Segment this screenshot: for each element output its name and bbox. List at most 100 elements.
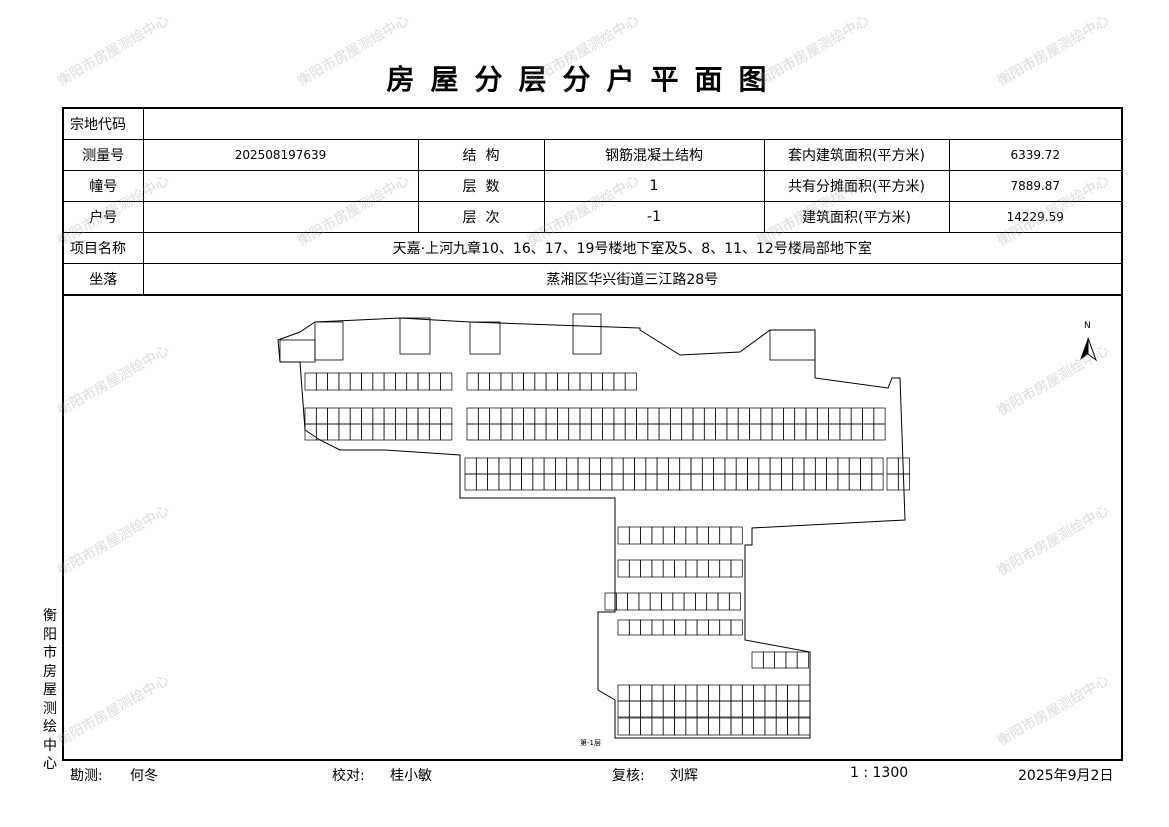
parking-stall xyxy=(798,717,811,736)
parking-stall xyxy=(719,619,732,636)
parking-stall xyxy=(617,559,630,578)
parking-stall xyxy=(555,457,568,475)
parking-stall xyxy=(406,372,419,391)
date: 2025年9月2日 xyxy=(1018,768,1114,784)
parking-stall xyxy=(862,407,875,425)
parking-stall xyxy=(649,592,662,611)
parking-stall xyxy=(338,372,351,391)
parking-stall xyxy=(383,423,396,441)
parking-stall xyxy=(670,423,683,441)
parking-stall xyxy=(555,473,568,491)
parking-stall xyxy=(651,559,664,578)
parking-stall xyxy=(658,423,671,441)
parking-stall xyxy=(532,457,545,475)
parking-stall xyxy=(617,526,630,545)
parking-stall xyxy=(873,407,886,425)
parking-stall xyxy=(897,457,910,475)
side-char: 衡 xyxy=(43,608,57,624)
parking-stall xyxy=(577,473,590,491)
parking-stall xyxy=(696,700,709,718)
parking-stall xyxy=(674,526,687,545)
parking-stall xyxy=(685,619,698,636)
parking-stall xyxy=(509,457,522,475)
room xyxy=(399,317,431,355)
parking-stall xyxy=(600,473,613,491)
parking-stall xyxy=(695,592,708,611)
parking-stall xyxy=(327,423,340,441)
parking-stall xyxy=(717,592,730,611)
parking-stall xyxy=(816,407,829,425)
side-char: 市 xyxy=(43,645,57,661)
parking-stall xyxy=(685,526,698,545)
table-row: 项目名称 天嘉·上河九章10、16、17、19号楼地下室及5、8、11、12号楼… xyxy=(62,232,1123,264)
parking-stalls xyxy=(279,313,910,736)
parking-stall xyxy=(338,423,351,441)
parking-stall xyxy=(730,619,743,636)
parking-stall xyxy=(679,473,692,491)
total-area-value: 14229.59 xyxy=(948,201,1123,233)
parking-stall xyxy=(785,651,798,669)
parking-stall xyxy=(783,407,796,425)
parking-stall xyxy=(696,684,709,702)
parking-stall xyxy=(566,473,579,491)
parking-stall xyxy=(500,407,513,425)
scale: 1 : 1300 xyxy=(850,765,909,781)
parking-stall xyxy=(545,423,558,441)
parking-stall xyxy=(674,700,687,718)
parking-stall xyxy=(703,407,716,425)
parking-stall xyxy=(728,592,741,611)
parking-stall xyxy=(498,457,511,475)
parking-stall xyxy=(602,407,615,425)
parking-stall xyxy=(805,423,818,441)
parking-stall xyxy=(477,372,490,391)
parking-stall xyxy=(568,407,581,425)
parking-stall xyxy=(701,473,714,491)
building-label: 幢号 xyxy=(62,170,144,202)
side-char: 测 xyxy=(43,700,57,717)
parking-stall xyxy=(602,372,615,391)
parking-stall xyxy=(685,559,698,578)
parking-stall xyxy=(726,423,739,441)
parking-stall xyxy=(730,526,743,545)
parking-stall xyxy=(749,407,762,425)
parking-stall xyxy=(372,407,385,425)
parking-stall xyxy=(762,651,775,669)
parking-stall xyxy=(579,423,592,441)
parking-stall xyxy=(751,651,764,669)
parking-stall xyxy=(600,457,613,475)
parking-stall xyxy=(557,407,570,425)
parking-stall xyxy=(628,526,641,545)
parking-stall xyxy=(523,372,536,391)
parking-stall xyxy=(737,423,750,441)
parking-stall xyxy=(361,423,374,441)
parking-stall xyxy=(523,407,536,425)
parking-stall xyxy=(703,423,716,441)
parking-stall xyxy=(724,457,737,475)
parking-stall xyxy=(372,423,385,441)
parking-stall xyxy=(617,700,630,718)
parking-stall xyxy=(848,473,861,491)
parking-stall xyxy=(708,526,721,545)
structure-label: 结 构 xyxy=(417,139,545,171)
parking-stall xyxy=(579,407,592,425)
surveyor-label: 勘测: xyxy=(70,768,103,784)
parking-stall xyxy=(672,592,685,611)
side-char: 屋 xyxy=(43,682,57,698)
parking-stall xyxy=(696,559,709,578)
north-arrow-icon: N xyxy=(1080,321,1098,362)
parking-stall xyxy=(708,619,721,636)
parking-stall xyxy=(638,592,651,611)
parking-stall xyxy=(794,423,807,441)
parking-stall xyxy=(511,423,524,441)
parking-stall xyxy=(477,407,490,425)
parking-stall xyxy=(475,457,488,475)
parking-stall xyxy=(304,407,317,425)
parking-stall xyxy=(647,407,660,425)
parking-stall xyxy=(327,407,340,425)
parking-stall xyxy=(662,526,675,545)
parking-stall xyxy=(662,619,675,636)
page-title: 房屋分层分户平面图 xyxy=(386,63,783,96)
parking-stall xyxy=(613,372,626,391)
parking-stall xyxy=(361,407,374,425)
